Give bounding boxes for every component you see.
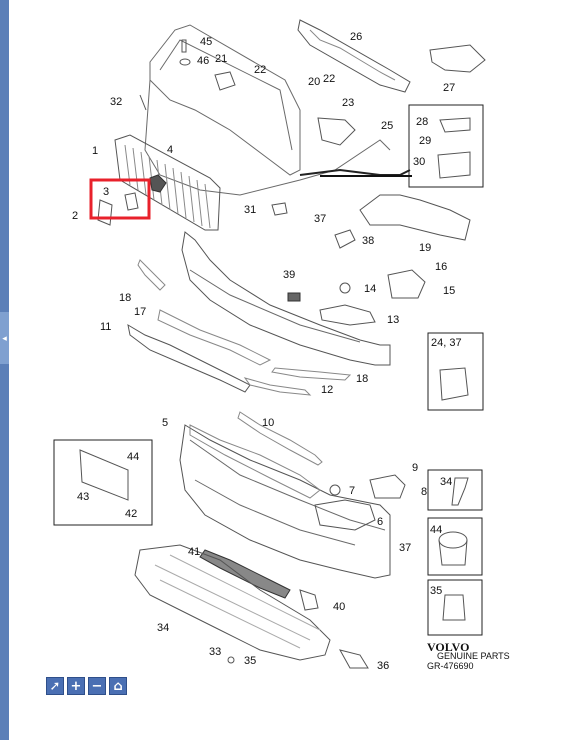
callout-5[interactable]: 5 bbox=[162, 417, 168, 429]
callout-6[interactable]: 6 bbox=[377, 516, 383, 528]
callout-13[interactable]: 13 bbox=[387, 314, 399, 326]
zoom-toolbar: ➚ + − ⌂ bbox=[46, 677, 127, 695]
callout-28[interactable]: 28 bbox=[416, 116, 428, 128]
callout-43[interactable]: 43 bbox=[77, 491, 89, 503]
callout-23[interactable]: 23 bbox=[342, 97, 354, 109]
callout-44b[interactable]: 44 bbox=[430, 524, 442, 536]
callout-42[interactable]: 42 bbox=[125, 508, 137, 520]
sidebar-toggle[interactable]: ◂ bbox=[0, 312, 9, 364]
callout-34a[interactable]: 34 bbox=[440, 476, 452, 488]
callout-7[interactable]: 7 bbox=[349, 485, 355, 497]
callout-29[interactable]: 29 bbox=[419, 135, 431, 147]
callout-39[interactable]: 39 bbox=[283, 269, 295, 281]
cursor-icon[interactable]: ➚ bbox=[46, 677, 64, 695]
callout-19[interactable]: 19 bbox=[419, 242, 431, 254]
callout-14[interactable]: 14 bbox=[364, 283, 376, 295]
highlight-box-part-3[interactable] bbox=[89, 178, 151, 220]
diagram-code: GR-476690 bbox=[427, 661, 474, 671]
callout-34b[interactable]: 34 bbox=[157, 622, 169, 634]
callout-33[interactable]: 33 bbox=[209, 646, 221, 658]
zoom-out-button[interactable]: − bbox=[88, 677, 106, 695]
callout-46[interactable]: 46 bbox=[197, 55, 209, 67]
callout-15[interactable]: 15 bbox=[443, 285, 455, 297]
callout-35a[interactable]: 35 bbox=[430, 585, 442, 597]
callout-11[interactable]: 11 bbox=[100, 321, 111, 333]
callout-2[interactable]: 2 bbox=[72, 210, 78, 222]
callout-25[interactable]: 25 bbox=[381, 120, 393, 132]
callout-37a[interactable]: 37 bbox=[314, 213, 326, 225]
zoom-in-button[interactable]: + bbox=[67, 677, 85, 695]
callout-44a[interactable]: 44 bbox=[127, 451, 139, 463]
callout-40[interactable]: 40 bbox=[333, 601, 345, 613]
callout-12[interactable]: 12 bbox=[321, 384, 333, 396]
home-icon[interactable]: ⌂ bbox=[109, 677, 127, 695]
callout-36[interactable]: 36 bbox=[377, 660, 389, 672]
callout-1[interactable]: 1 bbox=[92, 145, 98, 157]
brand-name: VOLVO bbox=[427, 640, 469, 654]
callout-9[interactable]: 9 bbox=[412, 462, 418, 474]
callout-20[interactable]: 20 bbox=[308, 76, 320, 88]
callout-8[interactable]: 8 bbox=[421, 486, 427, 498]
left-sidebar-strip bbox=[0, 0, 9, 740]
callout-24-37[interactable]: 24, 37 bbox=[431, 337, 462, 349]
callout-41[interactable]: 41 bbox=[188, 546, 200, 558]
brand-subtitle: GENUINE PARTS bbox=[437, 651, 510, 661]
callout-17[interactable]: 17 bbox=[134, 306, 146, 318]
callout-45[interactable]: 45 bbox=[200, 36, 212, 48]
callout-30[interactable]: 30 bbox=[413, 156, 425, 168]
callout-32[interactable]: 32 bbox=[110, 96, 122, 108]
callout-26[interactable]: 26 bbox=[350, 31, 362, 43]
callout-18b[interactable]: 18 bbox=[356, 373, 368, 385]
callout-4[interactable]: 4 bbox=[167, 144, 173, 156]
callout-38[interactable]: 38 bbox=[362, 235, 374, 247]
callout-3[interactable]: 3 bbox=[103, 186, 109, 198]
callout-16[interactable]: 16 bbox=[435, 261, 447, 273]
callout-21[interactable]: 21 bbox=[215, 53, 227, 65]
callout-22b[interactable]: 22 bbox=[323, 73, 335, 85]
callout-27[interactable]: 27 bbox=[443, 82, 455, 94]
callout-31[interactable]: 31 bbox=[244, 204, 256, 216]
callout-37b[interactable]: 37 bbox=[399, 542, 411, 554]
callout-22[interactable]: 22 bbox=[254, 64, 266, 76]
callout-18a[interactable]: 18 bbox=[119, 292, 131, 304]
callout-35b[interactable]: 35 bbox=[244, 655, 256, 667]
callout-10[interactable]: 10 bbox=[262, 417, 274, 429]
